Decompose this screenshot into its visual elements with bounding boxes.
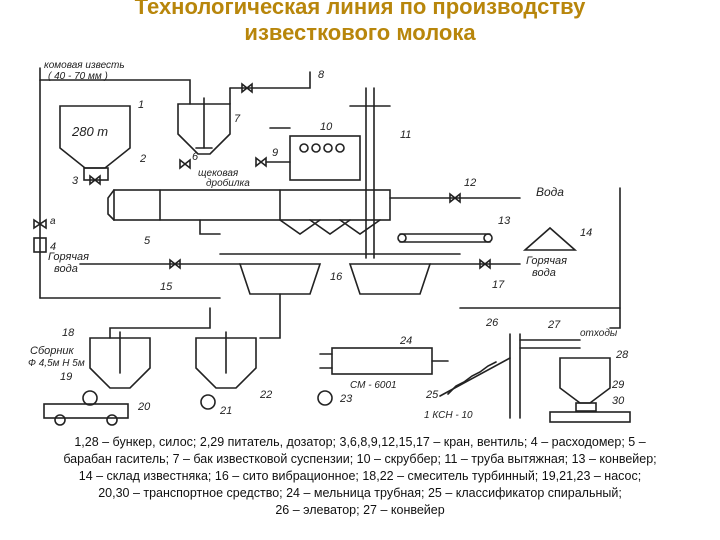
caption-line-2: барабан гаситель; 7 – бак известковой су… bbox=[63, 452, 657, 466]
pump-23 bbox=[317, 390, 333, 406]
vibro-screen-16b bbox=[348, 263, 432, 295]
num-17: 17 bbox=[492, 279, 505, 291]
num-19: 19 bbox=[60, 371, 72, 383]
num-4: 4 bbox=[50, 241, 56, 253]
mixer-22 bbox=[195, 337, 257, 389]
vibro-screen-16a bbox=[238, 263, 322, 295]
scrubber-10 bbox=[289, 135, 361, 181]
label-bunker-capacity: 280 т bbox=[71, 124, 108, 139]
elevator-26 bbox=[509, 333, 521, 419]
num-20: 20 bbox=[137, 401, 151, 413]
exhaust-pipe-11 bbox=[365, 87, 375, 259]
num-27: 27 bbox=[547, 319, 561, 331]
num-25: 25 bbox=[425, 389, 439, 401]
num-1: 1 bbox=[138, 99, 144, 111]
label-hot-water-right-1: Горячая bbox=[526, 255, 567, 267]
num-24: 24 bbox=[399, 335, 412, 347]
num-7: 7 bbox=[234, 113, 241, 125]
transport-20 bbox=[43, 403, 129, 419]
title-line-1: Технологическая линия по производству bbox=[134, 0, 586, 19]
silo-28 bbox=[559, 357, 611, 404]
caption-line-1: 1,28 – бункер, силос; 2,29 питатель, доз… bbox=[74, 435, 646, 449]
doser-29 bbox=[575, 402, 597, 412]
num-30: 30 bbox=[612, 395, 625, 407]
valve-17 bbox=[479, 258, 491, 270]
valve-12 bbox=[449, 192, 461, 204]
num-11: 11 bbox=[400, 129, 411, 141]
num-16: 16 bbox=[330, 271, 343, 283]
label-collector-1: Сборник bbox=[30, 345, 75, 357]
num-18: 18 bbox=[62, 327, 75, 339]
flowmeter-4 bbox=[33, 237, 47, 253]
valve-9 bbox=[255, 156, 267, 168]
num-5: 5 bbox=[144, 235, 151, 247]
transport-30 bbox=[549, 411, 631, 423]
caption-line-5: 26 – элеватор; 27 – конвейер bbox=[275, 503, 445, 517]
valve-3 bbox=[89, 174, 101, 186]
process-diagram: комовая известь ( 40 - 70 мм ) 280 т щек… bbox=[28, 60, 631, 426]
valve-6 bbox=[179, 158, 191, 170]
label-hot-water-left-1: Горячая bbox=[48, 251, 89, 263]
tube-mill-24 bbox=[331, 347, 433, 375]
num-28: 28 bbox=[615, 349, 629, 361]
label-a: а bbox=[50, 216, 56, 227]
label-pump: 1 КСН - 10 bbox=[424, 410, 473, 421]
num-3: 3 bbox=[72, 175, 79, 187]
valve-15 bbox=[169, 258, 181, 270]
pump-21 bbox=[200, 394, 216, 410]
label-mill: СМ - 6001 bbox=[350, 380, 397, 391]
caption-line-3: 14 – склад известняка; 16 – сито вибраци… bbox=[78, 469, 642, 483]
stockpile-14 bbox=[522, 226, 578, 251]
conveyor-27 bbox=[519, 339, 581, 349]
label-lime-input: комовая известь bbox=[44, 60, 125, 71]
valve-a bbox=[33, 218, 47, 230]
label-lime-size: ( 40 - 70 мм ) bbox=[48, 71, 108, 82]
num-8: 8 bbox=[318, 69, 325, 81]
drum-slaker-5 bbox=[113, 189, 391, 221]
mixer-18 bbox=[89, 337, 151, 389]
title-line-2: известкового молока bbox=[244, 20, 476, 45]
num-29: 29 bbox=[611, 379, 624, 391]
label-slaker-1: щековая bbox=[198, 168, 239, 179]
label-waste: отходы bbox=[580, 328, 618, 339]
num-15: 15 bbox=[160, 281, 173, 293]
classifier-25 bbox=[439, 357, 511, 397]
page-title: Технологическая линия по производству из… bbox=[0, 0, 720, 46]
num-21: 21 bbox=[219, 405, 232, 417]
label-slaker-2: дробилка bbox=[206, 177, 250, 189]
num-14: 14 bbox=[580, 227, 592, 239]
valve-8 bbox=[241, 82, 253, 94]
num-12: 12 bbox=[464, 177, 476, 189]
num-2: 2 bbox=[139, 153, 146, 165]
num-10: 10 bbox=[320, 121, 333, 133]
num-9: 9 bbox=[272, 147, 278, 159]
pump-19 bbox=[82, 390, 98, 406]
legend-caption: 1,28 – бункер, силос; 2,29 питатель, доз… bbox=[20, 434, 700, 519]
num-13: 13 bbox=[498, 215, 511, 227]
label-hot-water-right-2: вода bbox=[532, 267, 556, 279]
label-water: Вода bbox=[536, 185, 564, 199]
num-22: 22 bbox=[259, 389, 272, 401]
label-hot-water-left-2: вода bbox=[54, 263, 78, 275]
label-collector-2: Ф 4,5м Н 5м bbox=[28, 358, 85, 369]
caption-line-4: 20,30 – транспортное средство; 24 – мель… bbox=[98, 486, 622, 500]
num-23: 23 bbox=[339, 393, 353, 405]
num-26: 26 bbox=[485, 317, 499, 329]
conveyor-13 bbox=[399, 233, 491, 243]
num-6: 6 bbox=[192, 151, 199, 163]
